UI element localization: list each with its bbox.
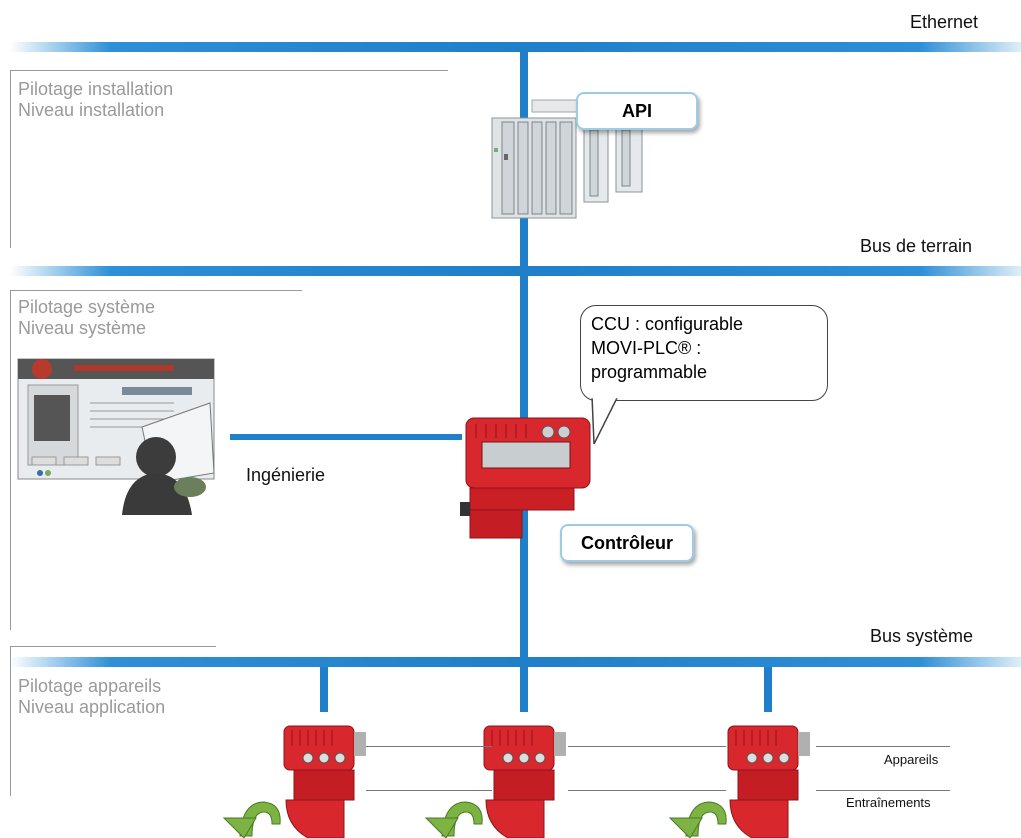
drive-unit-icon — [283, 725, 366, 838]
system-frame-top — [10, 290, 302, 291]
installation-frame-top — [10, 70, 448, 71]
engineering-workstation-icon — [17, 358, 215, 515]
rotation-arrow-icon — [668, 801, 727, 838]
devices-frame-left — [10, 646, 11, 796]
system-bus — [10, 657, 1021, 667]
devices-level-text: Pilotage appareils Niveau application — [18, 676, 165, 718]
fieldbus-label: Bus de terrain — [860, 236, 973, 256]
fieldbus-to-controller-link — [520, 276, 528, 422]
system-level-text: Pilotage système Niveau système — [18, 297, 155, 339]
speech-line-2: MOVI-PLC® : — [591, 338, 702, 358]
speech-bubble-tail — [590, 396, 620, 445]
drives-line-1 — [366, 790, 492, 791]
system-level-line1: Pilotage système — [18, 297, 156, 317]
systembus-drop-3 — [764, 667, 772, 712]
appareils-label: Appareils — [884, 752, 939, 767]
controller-device-icon — [460, 417, 591, 539]
installation-level-text: Pilotage installation Niveau installatio… — [18, 79, 173, 121]
controller-speech-bubble: CCU : configurable MOVI-PLC® : programma… — [580, 305, 828, 401]
system-frame-left — [10, 290, 11, 630]
engineering-label: Ingénierie — [246, 465, 326, 485]
speech-line-3: programmable — [591, 362, 708, 382]
entrainements-label: Entraînements — [846, 795, 931, 810]
devices-line-1 — [366, 746, 492, 747]
system-level-line2: Niveau système — [18, 318, 147, 338]
ethernet-bus — [10, 42, 1021, 52]
installation-frame-left — [10, 70, 11, 248]
ethernet-to-plc-link — [520, 50, 528, 120]
systembus-label: Bus système — [870, 626, 974, 646]
devices-line-3 — [816, 746, 950, 747]
installation-level-line1: Pilotage installation — [18, 79, 174, 99]
engineering-link — [230, 434, 462, 440]
rotation-arrow-icon — [424, 801, 483, 838]
systembus-drop-1 — [320, 667, 328, 712]
devices-frame-top — [10, 646, 216, 647]
rotation-arrow-icon — [222, 801, 281, 838]
plc-label: API — [576, 92, 698, 130]
plc-to-fieldbus-link — [520, 215, 528, 267]
drives-line-3 — [816, 790, 950, 791]
drives-line-2 — [568, 790, 726, 791]
drive-unit-icon — [483, 725, 566, 838]
drive-unit-icon — [727, 725, 810, 838]
speech-line-1: CCU : configurable — [591, 314, 744, 334]
controller-to-systembus-link — [520, 510, 528, 658]
systembus-drop-2 — [520, 667, 528, 712]
controller-label: Contrôleur — [560, 524, 694, 562]
ethernet-label: Ethernet — [910, 12, 979, 32]
devices-line-2 — [568, 746, 726, 747]
devices-level-line2: Niveau application — [18, 697, 166, 717]
plc-rack-icon — [491, 99, 643, 219]
fieldbus-bus — [10, 266, 1021, 276]
installation-level-line2: Niveau installation — [18, 100, 165, 120]
devices-level-line1: Pilotage appareils — [18, 676, 162, 696]
